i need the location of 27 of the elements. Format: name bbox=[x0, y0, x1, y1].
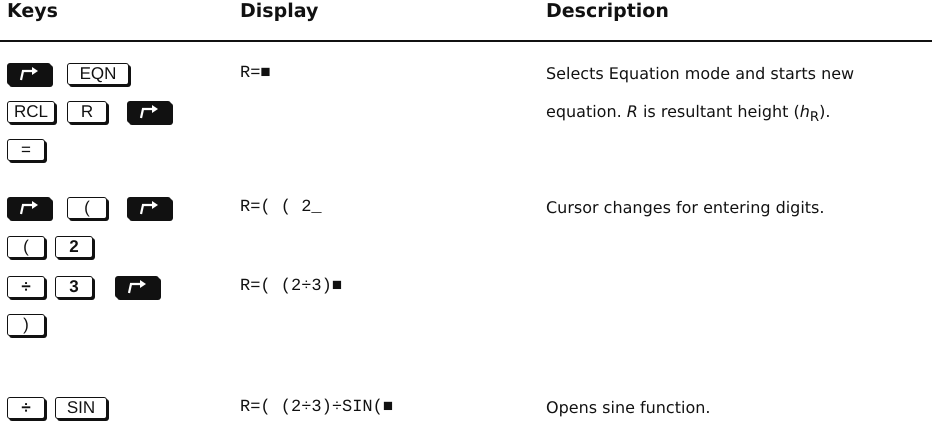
shift-key bbox=[115, 276, 159, 298]
shift-key bbox=[7, 63, 51, 85]
key-cap: ( bbox=[67, 197, 107, 219]
shift-key bbox=[127, 101, 171, 123]
description-text: Selects Equation mode and starts new equation. R is resultant height (h$_{R}$). bbox=[546, 63, 856, 128]
shift-key bbox=[127, 197, 171, 219]
key-cap: RCL bbox=[7, 101, 55, 123]
key-cap: 3 bbox=[55, 276, 93, 298]
key-cap: ) bbox=[7, 314, 45, 336]
shift-key bbox=[7, 197, 51, 219]
column-header: Description bbox=[546, 0, 669, 22]
description-text: Cursor changes for entering digits. bbox=[546, 197, 826, 219]
key-cap: R bbox=[67, 101, 107, 123]
key-cap: EQN bbox=[67, 63, 129, 85]
display-readout: R=■ bbox=[240, 63, 271, 85]
column-header: Display bbox=[240, 0, 318, 22]
key-cap: 2 bbox=[55, 236, 93, 258]
display-readout: R=( (2÷3)■ bbox=[240, 276, 342, 298]
display-readout: R=( (2÷3)÷SIN(■ bbox=[240, 397, 394, 419]
column-header: Keys bbox=[7, 0, 58, 22]
key-cap: ÷ bbox=[7, 397, 45, 419]
key-cap: ( bbox=[7, 236, 45, 258]
key-cap: SIN bbox=[55, 397, 107, 419]
key-cap: = bbox=[7, 139, 45, 161]
key-cap: ÷ bbox=[7, 276, 45, 298]
description-text: Opens sine function. bbox=[546, 397, 712, 419]
display-readout: R=( ( 2_ bbox=[240, 197, 322, 219]
